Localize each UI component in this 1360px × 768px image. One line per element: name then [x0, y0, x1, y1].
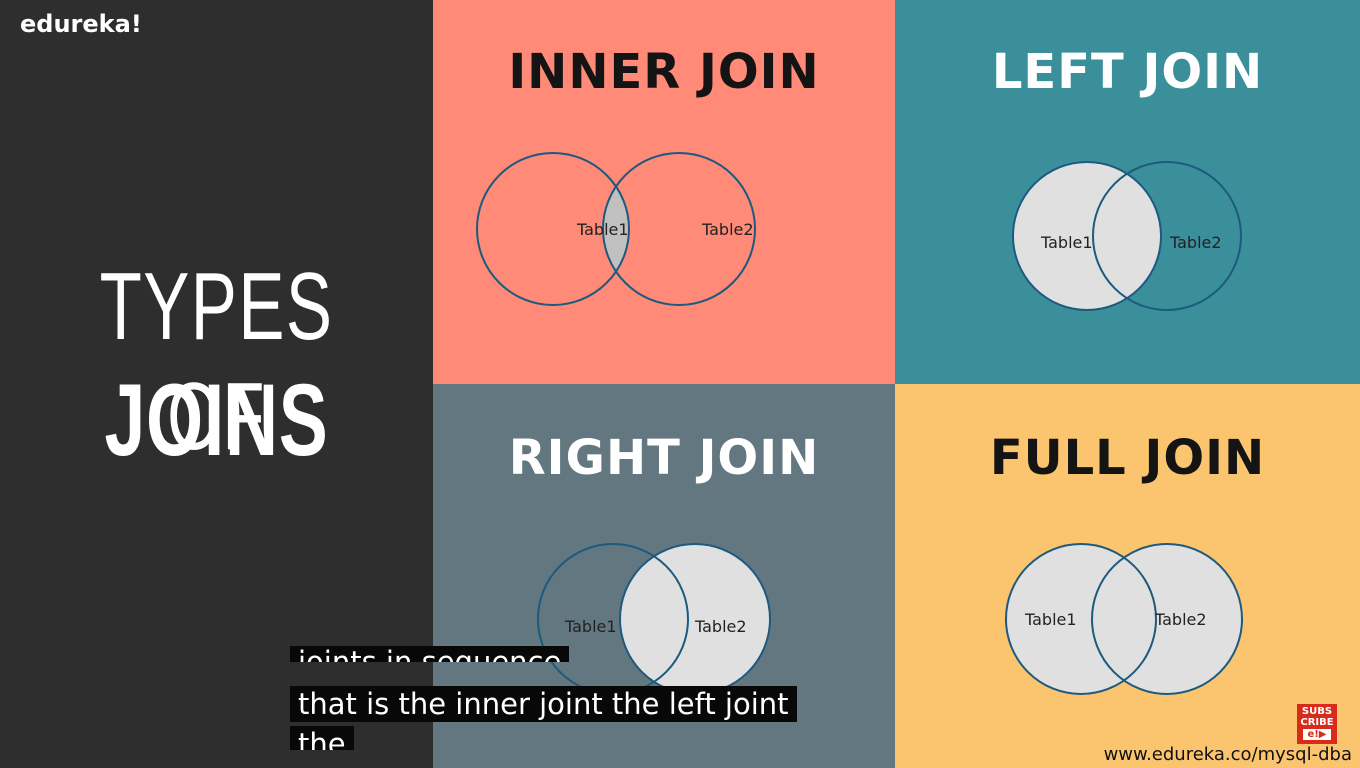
title-line-2: JOINS — [104, 363, 329, 477]
caption-line-2: that is the inner joint the left joint — [290, 686, 797, 722]
full-join-panel: FULL JOIN Table1 Table2 — [895, 384, 1360, 768]
subscribe-button[interactable]: SUBS CRIBE e!▶ — [1297, 704, 1337, 744]
table1-label: Table1 — [1024, 610, 1077, 629]
full-join-venn-diagram: Table1 Table2 — [1005, 543, 1243, 695]
table1-circle — [476, 152, 630, 306]
table1-circle — [1012, 161, 1162, 311]
table2-label: Table2 — [1154, 610, 1207, 629]
title-line-1: TYPES OF — [99, 253, 334, 470]
table1-label: Table1 — [576, 220, 629, 239]
inner-join-panel: INNER JOIN Table1 Table2 — [433, 0, 895, 384]
inner-join-title: INNER JOIN — [508, 44, 820, 100]
table2-circle — [1091, 543, 1243, 695]
left-join-panel: LEFT JOIN Table1 Table2 — [895, 0, 1360, 384]
table2-label: Table2 — [1169, 233, 1222, 252]
subscribe-line-2: CRIBE — [1300, 717, 1334, 728]
table2-fill — [620, 544, 770, 694]
table2-label: Table2 — [701, 220, 754, 239]
subscribe-line-3: e!▶ — [1303, 729, 1331, 740]
table2-label: Table2 — [694, 617, 747, 636]
table2-circle — [602, 152, 756, 306]
table1-fill — [1013, 162, 1161, 310]
full-join-title: FULL JOIN — [989, 430, 1266, 486]
caption-line-1: joints in sequence — [290, 646, 570, 662]
website-url: www.edureka.co/mysql-dba — [1103, 744, 1352, 765]
right-join-title: RIGHT JOIN — [508, 430, 820, 486]
table1-label: Table1 — [1040, 233, 1093, 252]
brand-logo: edureka! — [20, 10, 142, 38]
caption-line-3: the — [290, 726, 354, 750]
left-title-panel: edureka! TYPES OF JOINS — [0, 0, 433, 768]
left-join-venn-diagram: Table1 Table2 — [1012, 161, 1242, 311]
left-join-title: LEFT JOIN — [991, 44, 1264, 100]
table2-circle — [1092, 161, 1242, 311]
inner-join-venn-diagram: Table1 Table2 — [476, 152, 756, 306]
table1-circle — [1005, 543, 1157, 695]
table2-fill — [1092, 544, 1242, 694]
right-join-venn-diagram: Table1 Table2 — [537, 543, 771, 695]
subscribe-line-1: SUBS — [1301, 706, 1333, 717]
table1-label: Table1 — [564, 617, 617, 636]
